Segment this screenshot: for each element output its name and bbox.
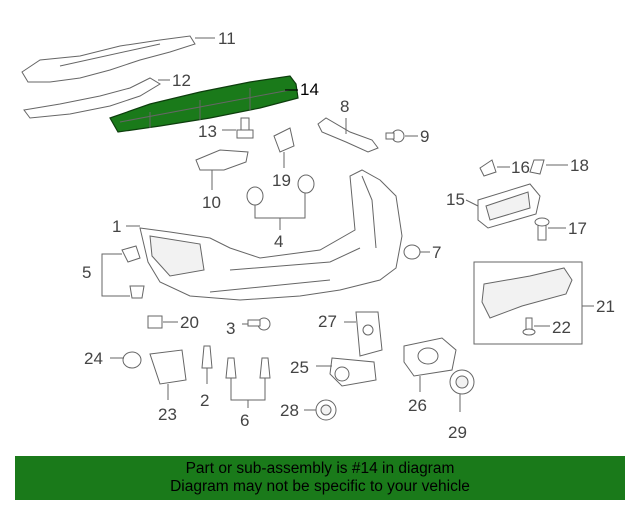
part-4-grommets[interactable] (246, 174, 315, 230)
callout-4: 4 (274, 232, 283, 251)
part-29-sensor-ring[interactable] (449, 369, 475, 412)
part-23-cover[interactable] (149, 349, 187, 400)
callout-18: 18 (570, 156, 589, 175)
callout-6: 6 (240, 411, 249, 430)
callout-5: 5 (82, 263, 91, 282)
part-6-pins[interactable] (225, 357, 271, 408)
callout-16: 16 (511, 158, 530, 177)
callout-20: 20 (180, 313, 199, 332)
part-26-parking-sensor[interactable] (403, 337, 457, 392)
part-3-bolt[interactable] (242, 317, 271, 331)
callout-28: 28 (280, 401, 299, 420)
part-24-grommet[interactable] (110, 351, 142, 369)
callout-25: 25 (290, 358, 309, 377)
part-14-step-pad[interactable] (109, 75, 299, 133)
callout-11: 11 (218, 29, 236, 48)
callout-8: 8 (340, 97, 349, 116)
callout-26: 26 (408, 396, 427, 415)
callout-15: 15 (446, 190, 465, 209)
callout-27: 27 (318, 312, 337, 331)
part-1-bumper-cover[interactable] (126, 169, 403, 301)
callout-7: 7 (432, 243, 441, 262)
part-8-side-bracket[interactable] (317, 117, 379, 153)
part-22-screw[interactable] (522, 317, 550, 336)
part-18-clip[interactable] (529, 159, 568, 175)
callout-12: 12 (172, 71, 191, 90)
part-27-sensor-bracket[interactable] (344, 311, 383, 357)
part-11-reinforcement[interactable] (21, 35, 215, 83)
part-5-retainers[interactable] (101, 245, 145, 299)
callout-13: 13 (198, 122, 217, 141)
part-16-clip[interactable] (479, 159, 510, 177)
banner-line-2: Diagram may not be specific to your vehi… (170, 478, 470, 495)
part-25-retainer[interactable] (316, 357, 377, 387)
parts-diagram: 11 12 14 13 10 19 8 9 (21, 29, 615, 442)
part-10-bracket[interactable] (195, 149, 249, 190)
callout-19: 19 (272, 171, 291, 190)
callout-9: 9 (420, 127, 429, 146)
part-7-clip[interactable] (403, 244, 430, 260)
part-2-pin[interactable] (201, 345, 213, 384)
part-21-reflector-assembly[interactable] (473, 261, 594, 345)
callout-1: 1 (112, 217, 121, 236)
banner-line-1: Part or sub-assembly is #14 in diagram (185, 460, 455, 477)
part-9-clip[interactable] (385, 129, 418, 143)
callout-24: 24 (84, 349, 103, 368)
part-28-sensor-ring[interactable] (304, 399, 337, 421)
part-13-bolt[interactable] (222, 117, 254, 139)
callout-21: 21 (596, 297, 615, 316)
callout-14: 14 (300, 80, 319, 99)
callout-17: 17 (568, 219, 587, 238)
part-19-bracket[interactable] (273, 127, 295, 168)
part-20-clip[interactable] (147, 315, 178, 329)
part-15-housing[interactable] (465, 183, 541, 229)
part-17-screw[interactable] (534, 217, 566, 241)
info-banner: Part or sub-assembly is #14 in diagram D… (15, 456, 625, 500)
callout-29: 29 (448, 423, 467, 442)
callout-22: 22 (552, 318, 571, 337)
callout-3: 3 (226, 319, 235, 338)
callout-10: 10 (202, 193, 221, 212)
callout-23: 23 (158, 405, 177, 424)
callout-2: 2 (200, 391, 209, 410)
part-12-strip[interactable] (23, 77, 170, 119)
